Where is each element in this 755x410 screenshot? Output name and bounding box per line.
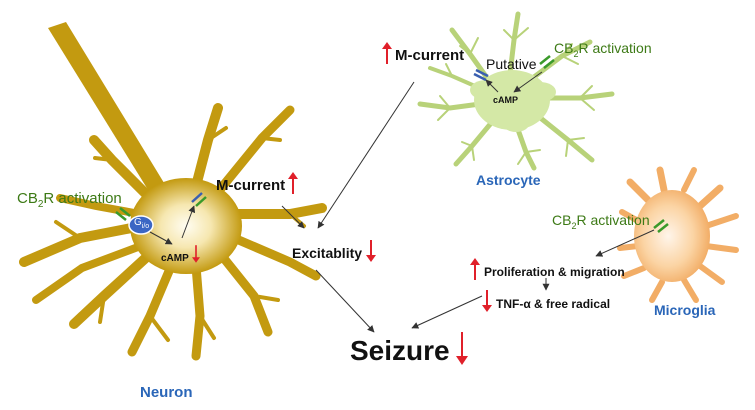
excitability-label: Excitablity [292,240,377,262]
neuron-camp-label: cAMP [161,243,201,265]
seizure-label: Seizure [350,332,468,367]
astrocyte-name-label: Astrocyte [476,172,541,188]
arrow-tnf-to-seizure [411,295,483,329]
astrocyte-arms [470,80,556,132]
up-arrow-icon [470,258,480,280]
astrocyte-putative-label: Putative [486,56,537,72]
arrow-excitability-to-seizure [315,269,375,333]
microglia-cb2-receptor [653,219,669,233]
microglia-name-label: Microglia [654,302,716,318]
arrow-microglia-cb2-to-prolif [595,229,655,257]
up-arrow-icon [288,172,299,194]
microglia-cb2r-label: CB2R activation [552,212,650,231]
neuron-name-label: Neuron [140,384,193,401]
astrocyte-cb2r-label: CB2R activation [554,40,652,59]
astrocyte-cb2-receptor [539,55,555,69]
astrocyte-camp-label: cAMP [493,95,519,105]
microglia-body [634,190,710,282]
neuron-cb2-receptor [115,207,131,221]
down-arrow-icon [455,332,468,365]
arrow-astro-m-to-excitability [317,81,415,229]
neuron-g-protein [128,215,154,235]
arrow-g-to-camp [149,231,173,245]
neuron-m-channel [191,192,207,207]
microglia-tnf-label: TNF-α & free radical [482,290,610,312]
microglia-proliferation-label: Proliferation & migration [470,258,625,280]
astrocyte-m-current-label: M-current [382,42,464,64]
neuron-axon [48,22,172,206]
down-arrow-icon [366,240,377,262]
neuron-m-current-label: M-current [216,172,299,194]
up-arrow-icon [382,42,392,64]
neuron-cell [19,22,327,361]
down-arrow-icon [482,290,492,312]
arrow-astro-camp-to-m [485,79,499,93]
neuron-gi-label: Gi/o [134,217,150,230]
down-arrow-icon [191,245,200,263]
microglia-cell [617,166,739,303]
arrow-camp-to-mchannel [181,205,196,239]
neuron-cb2r-label: CB2R activation [17,190,122,210]
astrocyte-m-channel [473,68,489,82]
arrow-astro-cb2-to-camp [513,71,543,93]
astrocyte-cell [417,11,615,171]
arrow-neuron-m-to-excitability [281,205,305,229]
